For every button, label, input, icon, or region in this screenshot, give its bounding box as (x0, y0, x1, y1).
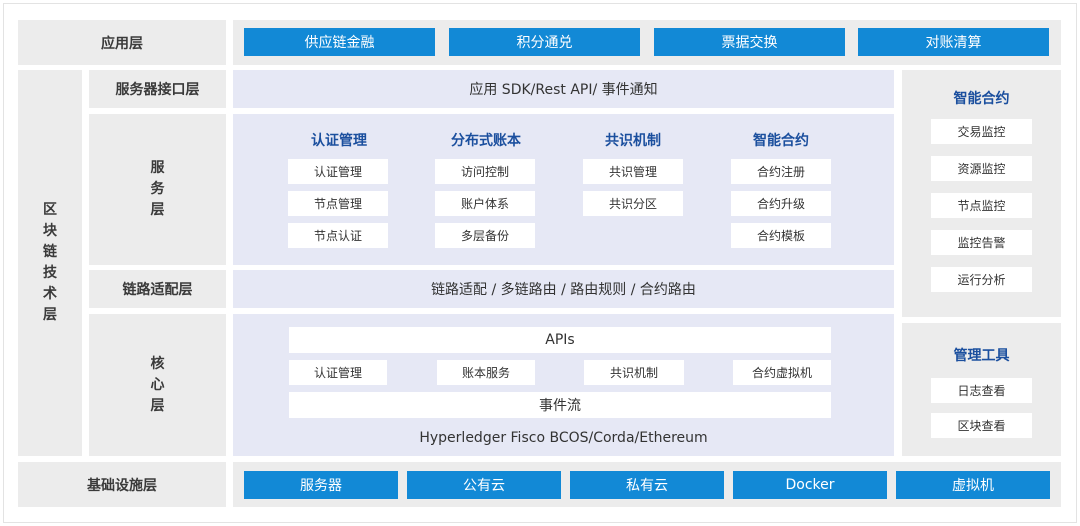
service-layer-label: 服 务 层 (89, 114, 226, 265)
app-item-reconciliation-settlement: 对账清算 (858, 28, 1049, 56)
blockchain-layer-char: 技 (43, 265, 57, 281)
infra-item-virtual-machine: 虚拟机 (896, 471, 1050, 499)
service-item: 合约注册 (731, 159, 831, 184)
blockchain-layer-char: 块 (43, 223, 57, 239)
infra-item-private-cloud: 私有云 (570, 471, 724, 499)
service-column-title-auth: 认证管理 (311, 133, 367, 149)
service-layer-char: 服 (150, 160, 165, 176)
core-module: 账本服务 (437, 360, 535, 385)
infra-item-docker: Docker (733, 471, 887, 499)
monitor-item: 节点监控 (931, 193, 1032, 218)
management-tools-panel-title: 管理工具 (953, 348, 1010, 364)
service-item: 合约升级 (731, 191, 831, 216)
core-event-stream-bar: 事件流 (289, 392, 831, 418)
blockchain-layer-char: 链 (43, 244, 57, 260)
server-interface-layer-content: 应用 SDK/Rest API/ 事件通知 (233, 70, 894, 108)
app-item-points-exchange: 积分通兑 (449, 28, 640, 56)
service-item: 共识分区 (583, 191, 683, 216)
service-column-title-consensus: 共识机制 (605, 133, 661, 149)
app-item-supply-chain-finance: 供应链金融 (244, 28, 435, 56)
core-layer-char: 心 (150, 376, 165, 393)
blockchain-layer-label: 区 块 链 技 术 层 (18, 70, 82, 456)
infra-item-public-cloud: 公有云 (407, 471, 561, 499)
core-platforms-text: Hyperledger Fisco BCOS/Corda/Ethereum (419, 430, 708, 446)
core-module: 认证管理 (289, 360, 387, 385)
service-item: 节点认证 (288, 223, 388, 248)
chain-adapter-layer-content: 链路适配 / 多链路由 / 路由规则 / 合约路由 (233, 270, 894, 308)
core-module: 共识机制 (584, 360, 684, 385)
smart-contract-panel-title: 智能合约 (953, 91, 1010, 107)
monitor-item: 监控告警 (931, 230, 1032, 255)
application-layer-label: 应用层 (18, 20, 226, 65)
service-item: 共识管理 (583, 159, 683, 184)
core-layer-char: 核 (150, 355, 165, 372)
app-item-bill-exchange: 票据交换 (654, 28, 845, 56)
core-module: 合约虚拟机 (733, 360, 831, 385)
service-item: 认证管理 (288, 159, 388, 184)
server-interface-layer-label: 服务器接口层 (89, 70, 226, 108)
blockchain-layer-char: 术 (43, 286, 57, 302)
monitor-item: 运行分析 (931, 267, 1032, 292)
monitor-item: 资源监控 (931, 156, 1032, 181)
service-item: 多层备份 (435, 223, 535, 248)
core-apis-bar: APIs (289, 327, 831, 353)
service-item: 访问控制 (435, 159, 535, 184)
service-item: 合约模板 (731, 223, 831, 248)
service-item: 账户体系 (435, 191, 535, 216)
chain-adapter-layer-label: 链路适配层 (89, 270, 226, 308)
core-layer-char: 层 (150, 397, 165, 414)
service-layer-char: 层 (150, 202, 165, 218)
service-layer-char: 务 (150, 181, 165, 197)
infra-item-server: 服务器 (244, 471, 398, 499)
core-layer-label: 核 心 层 (89, 314, 226, 456)
monitor-item: 交易监控 (931, 119, 1032, 144)
infrastructure-layer-label: 基础设施层 (18, 462, 226, 507)
blockchain-layer-char: 区 (43, 202, 57, 218)
management-tool-item: 日志查看 (931, 378, 1032, 403)
service-item: 节点管理 (288, 191, 388, 216)
service-column-title-ledger: 分布式账本 (451, 133, 521, 149)
management-tool-item: 区块查看 (931, 413, 1032, 438)
service-column-title-smart-contract: 智能合约 (753, 133, 809, 149)
blockchain-layer-char: 层 (43, 307, 57, 323)
